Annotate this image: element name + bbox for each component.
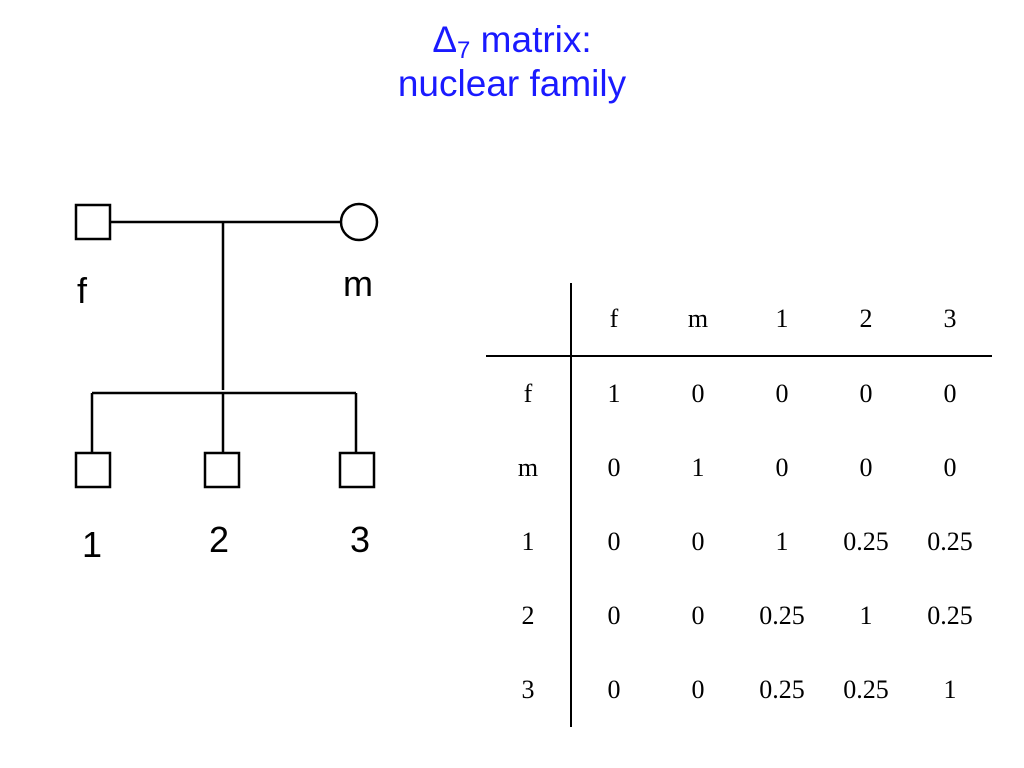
matrix-cell: 0 [607, 527, 621, 556]
table-row: 2 0 0 0.25 1 0.25 [486, 579, 992, 653]
row-header: 2 [486, 579, 572, 653]
matrix-cell: 0 [775, 453, 789, 482]
column-header: f [571, 283, 656, 357]
child-3-square [338, 451, 376, 489]
matrix-cell: 0.25 [927, 527, 973, 556]
matrix-cell: 0 [691, 675, 705, 704]
table-row: 3 0 0 0.25 0.25 1 [486, 653, 992, 727]
title-delta-symbol: Δ [432, 19, 458, 60]
child-2-square [203, 451, 241, 489]
matrix-cell: 1 [943, 675, 957, 704]
row-header: 1 [486, 505, 572, 579]
matrix-cell: 0.25 [759, 601, 805, 630]
matrix-cell: 1 [775, 527, 789, 556]
matrix-cell: 0 [775, 379, 789, 408]
matrix-cell: 0 [691, 527, 705, 556]
title-line-1: Δ7 matrix: [0, 18, 1024, 64]
child-1-label: 1 [82, 524, 103, 565]
matrix-cell: 0.25 [843, 527, 889, 556]
father-label: f [77, 270, 88, 311]
matrix-cell: 0 [691, 379, 705, 408]
matrix-cell: 0 [943, 379, 957, 408]
child-2-label: 2 [209, 519, 230, 560]
matrix-cell: 0.25 [927, 601, 973, 630]
matrix-cell: 0.25 [759, 675, 805, 704]
matrix-cell: 1 [859, 601, 873, 630]
matrix-cell: 0 [859, 379, 873, 408]
matrix-cell: 0 [607, 675, 621, 704]
row-header: 3 [486, 653, 572, 727]
matrix-cell: 0 [691, 601, 705, 630]
title-subscript: 7 [457, 37, 471, 64]
mother-circle [339, 202, 379, 242]
matrix-cell: 0 [859, 453, 873, 482]
matrix-cell: 0 [943, 453, 957, 482]
table-row: m 0 1 0 0 0 [486, 431, 992, 505]
matrix-cell: 0 [607, 601, 621, 630]
title-line-1-rest: matrix: [470, 19, 592, 60]
header-row: f m 1 2 3 [486, 283, 992, 357]
matrix-cell: 1 [607, 379, 621, 408]
table-row: 1 0 0 1 0.25 0.25 [486, 505, 992, 579]
child-1-square [74, 451, 112, 489]
column-header: 2 [824, 283, 908, 357]
slide-title: Δ7 matrix: nuclear family [0, 18, 1024, 106]
column-header: m [656, 283, 740, 357]
corner-cell [486, 283, 572, 357]
matrix-cell: 0 [607, 453, 621, 482]
matrix-cell: 0.25 [843, 675, 889, 704]
child-3-label: 3 [350, 519, 371, 560]
matrix-cell: 1 [691, 453, 705, 482]
father-square [74, 203, 112, 241]
table-row: f 1 0 0 0 0 [486, 356, 992, 431]
row-header: m [486, 431, 572, 505]
delta-matrix-table: f m 1 2 3 f 1 0 0 0 0 m 0 1 0 0 0 1 0 0 … [486, 283, 992, 727]
mother-label: m [343, 263, 373, 304]
row-header: f [486, 356, 572, 431]
column-header: 1 [740, 283, 824, 357]
column-header: 3 [908, 283, 992, 357]
title-line-2: nuclear family [397, 63, 627, 104]
